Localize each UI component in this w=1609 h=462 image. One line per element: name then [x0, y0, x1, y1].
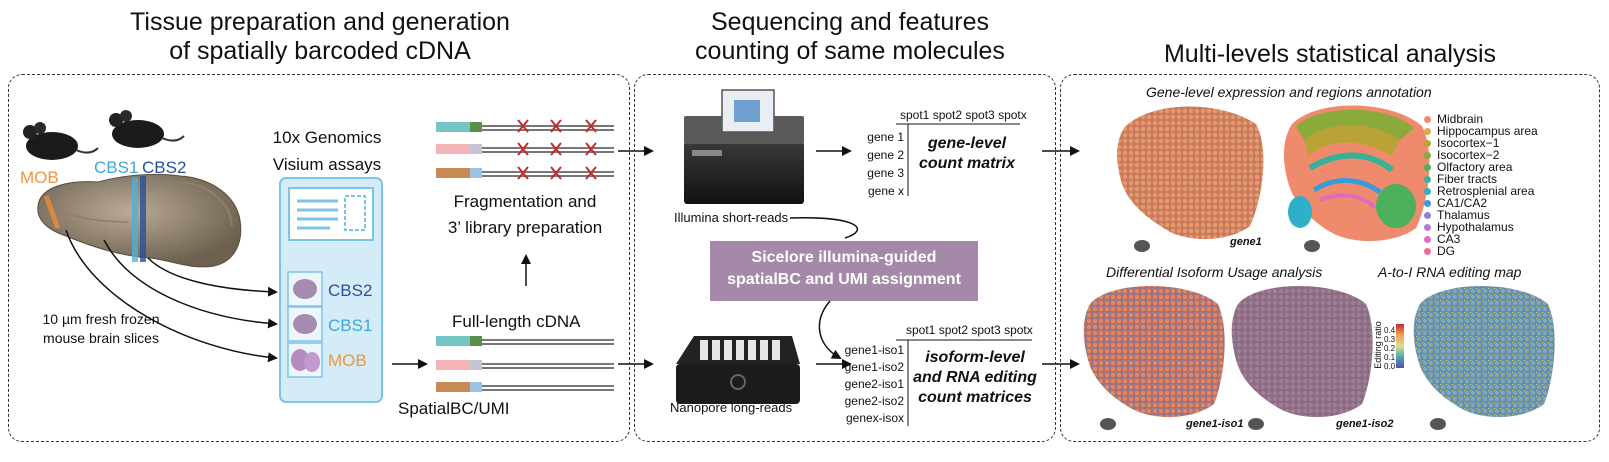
- visium-title: 10x Genomics Visium assays: [272, 128, 382, 174]
- illumina-caption: Illumina short-reads: [674, 210, 789, 225]
- left-panel-title: Tissue preparation and generation of spa…: [130, 8, 510, 65]
- legend-swatch: [1424, 163, 1431, 171]
- mouse-cbs-icon: [109, 110, 185, 148]
- gene-level-title: Gene-level expression and regions annota…: [1146, 84, 1432, 100]
- legend-item: CA3: [1424, 233, 1538, 245]
- gene-row: gene 2: [867, 148, 904, 162]
- colorbar-ticks: 0.0 0.1 0.2 0.3 0.4: [1384, 326, 1396, 371]
- fragmentation-caption: Fragmentation and 3’ library preparation: [447, 192, 603, 237]
- isoform-matrix-rows: gene1-iso1 gene1-iso2 gene2-iso1 gene2-i…: [832, 342, 904, 427]
- legend-item: Midbrain: [1424, 113, 1538, 125]
- isoform-matrix-title: isoform-level and RNA editing count matr…: [913, 349, 1037, 406]
- mob-label: MOB: [20, 168, 59, 187]
- regions-legend: Midbrain Hippocampus area Isocortex−1 Is…: [1424, 113, 1538, 257]
- gene-row: gene 3: [867, 166, 904, 180]
- sicelore-box: [710, 241, 978, 301]
- regions-annotation-map: [1283, 105, 1430, 252]
- legend-swatch: [1424, 151, 1431, 159]
- gene1-iso1-map: [1083, 286, 1225, 430]
- editing-title: A-to-I RNA editing map: [1378, 264, 1522, 280]
- fragmented-reads-icon: [436, 119, 614, 180]
- slide-label-mob: MOB: [328, 351, 367, 370]
- nanopore-caption: Nanopore long-reads: [670, 400, 793, 415]
- left-panel: [8, 74, 630, 442]
- gene1-iso1-label: gene1-iso1: [1186, 418, 1244, 430]
- legend-swatch: [1424, 175, 1431, 183]
- legend-swatch: [1424, 199, 1431, 207]
- legend-swatch: [1424, 223, 1431, 231]
- slices-caption: 10 µm fresh frozen mouse brain slices: [42, 311, 160, 346]
- diu-title: Differential Isoform Usage analysis: [1106, 264, 1323, 280]
- spatialbc-caption: SpatialBC/UMI: [398, 399, 510, 418]
- legend-swatch: [1424, 247, 1431, 255]
- isoform-row: genex-isox: [845, 411, 904, 425]
- sicelore-box-label: Sicelore illumina-guided spatialBC and U…: [727, 249, 961, 288]
- arrow-brain-to-cbs1: [103, 239, 278, 329]
- legend-item: CA1/CA2: [1424, 197, 1538, 209]
- arrow-sicelore-to-isoform-matrix: [818, 300, 842, 359]
- full-length-reads-icon: [436, 336, 614, 392]
- isoform-row: gene1-iso1: [844, 343, 904, 357]
- slide-label-cbs2: CBS2: [328, 281, 373, 300]
- full-length-caption: Full-length cDNA: [452, 312, 581, 331]
- arrow-brain-to-cbs2: [147, 257, 278, 297]
- legend-item: Retrosplenial area: [1424, 185, 1538, 197]
- mouse-mob-icon: [23, 122, 99, 160]
- legend-item: Olfactory area: [1424, 161, 1538, 173]
- rna-editing-map: [1413, 286, 1555, 430]
- isoform-row: gene1-iso2: [844, 360, 904, 374]
- legend-item: Fiber tracts: [1424, 173, 1538, 185]
- mouse-brain-3d-icon: [37, 173, 242, 268]
- isoform-matrix-header: spot1 spot2 spot3 spotx: [906, 323, 1033, 337]
- middle-panel-title: Sequencing and features counting of same…: [695, 8, 1005, 65]
- middle-panel: [634, 74, 1056, 442]
- legend-swatch: [1424, 235, 1431, 243]
- cbs1-label: CBS1: [94, 158, 139, 177]
- arrow-brain-to-mob: [65, 229, 278, 363]
- gene-matrix-rows: gene 1 gene 2 gene 3 gene x: [852, 128, 904, 200]
- gene1-iso2-label: gene1-iso2: [1336, 418, 1394, 430]
- legend-item: Isocortex−2: [1424, 149, 1538, 161]
- legend-item: Hippocampus area: [1424, 125, 1538, 137]
- illumina-sequencer-icon: [684, 89, 804, 204]
- isoform-row: gene2-iso1: [844, 377, 904, 391]
- colorbar-tick: 0.3: [1384, 335, 1396, 344]
- right-panel-title: Multi-levels statistical analysis: [1163, 40, 1497, 68]
- gene-row: gene 1: [867, 130, 904, 144]
- cbs2-label: CBS2: [142, 158, 187, 177]
- legend-item: Isocortex−1: [1424, 137, 1538, 149]
- colorbar-label: Editing ratio: [1372, 321, 1383, 369]
- isoform-row: gene2-iso2: [844, 394, 904, 408]
- colorbar-tick: 0.1: [1384, 353, 1396, 362]
- legend-swatch: [1424, 187, 1431, 195]
- gene1-iso2-map: [1231, 286, 1373, 430]
- gene1-map-label: gene1: [1230, 236, 1262, 248]
- right-panel: [1060, 74, 1600, 442]
- nanopore-sequencer-icon: [676, 336, 800, 404]
- gene-matrix-title: gene-level count matrix: [918, 135, 1015, 172]
- slide-label-cbs1: CBS1: [328, 316, 373, 335]
- legend-item: Thalamus: [1424, 209, 1538, 221]
- gene-row: gene x: [867, 184, 904, 198]
- colorbar-tick: 0.0: [1384, 362, 1396, 371]
- legend-item: DG: [1424, 245, 1538, 257]
- legend-swatch: [1424, 139, 1431, 147]
- gene-matrix-header: spot1 spot2 spot3 spotx: [900, 108, 1027, 122]
- legend-swatch: [1424, 211, 1431, 219]
- gene1-expression-map: [1117, 106, 1264, 252]
- colorbar-tick: 0.2: [1384, 344, 1396, 353]
- visium-slide-icon: [279, 177, 383, 403]
- legend-item: Hypothalamus: [1424, 221, 1538, 233]
- colorbar-tick: 0.4: [1384, 326, 1396, 335]
- editing-colorbar: [1396, 324, 1404, 368]
- legend-swatch: [1424, 127, 1431, 135]
- legend-swatch: [1424, 115, 1431, 123]
